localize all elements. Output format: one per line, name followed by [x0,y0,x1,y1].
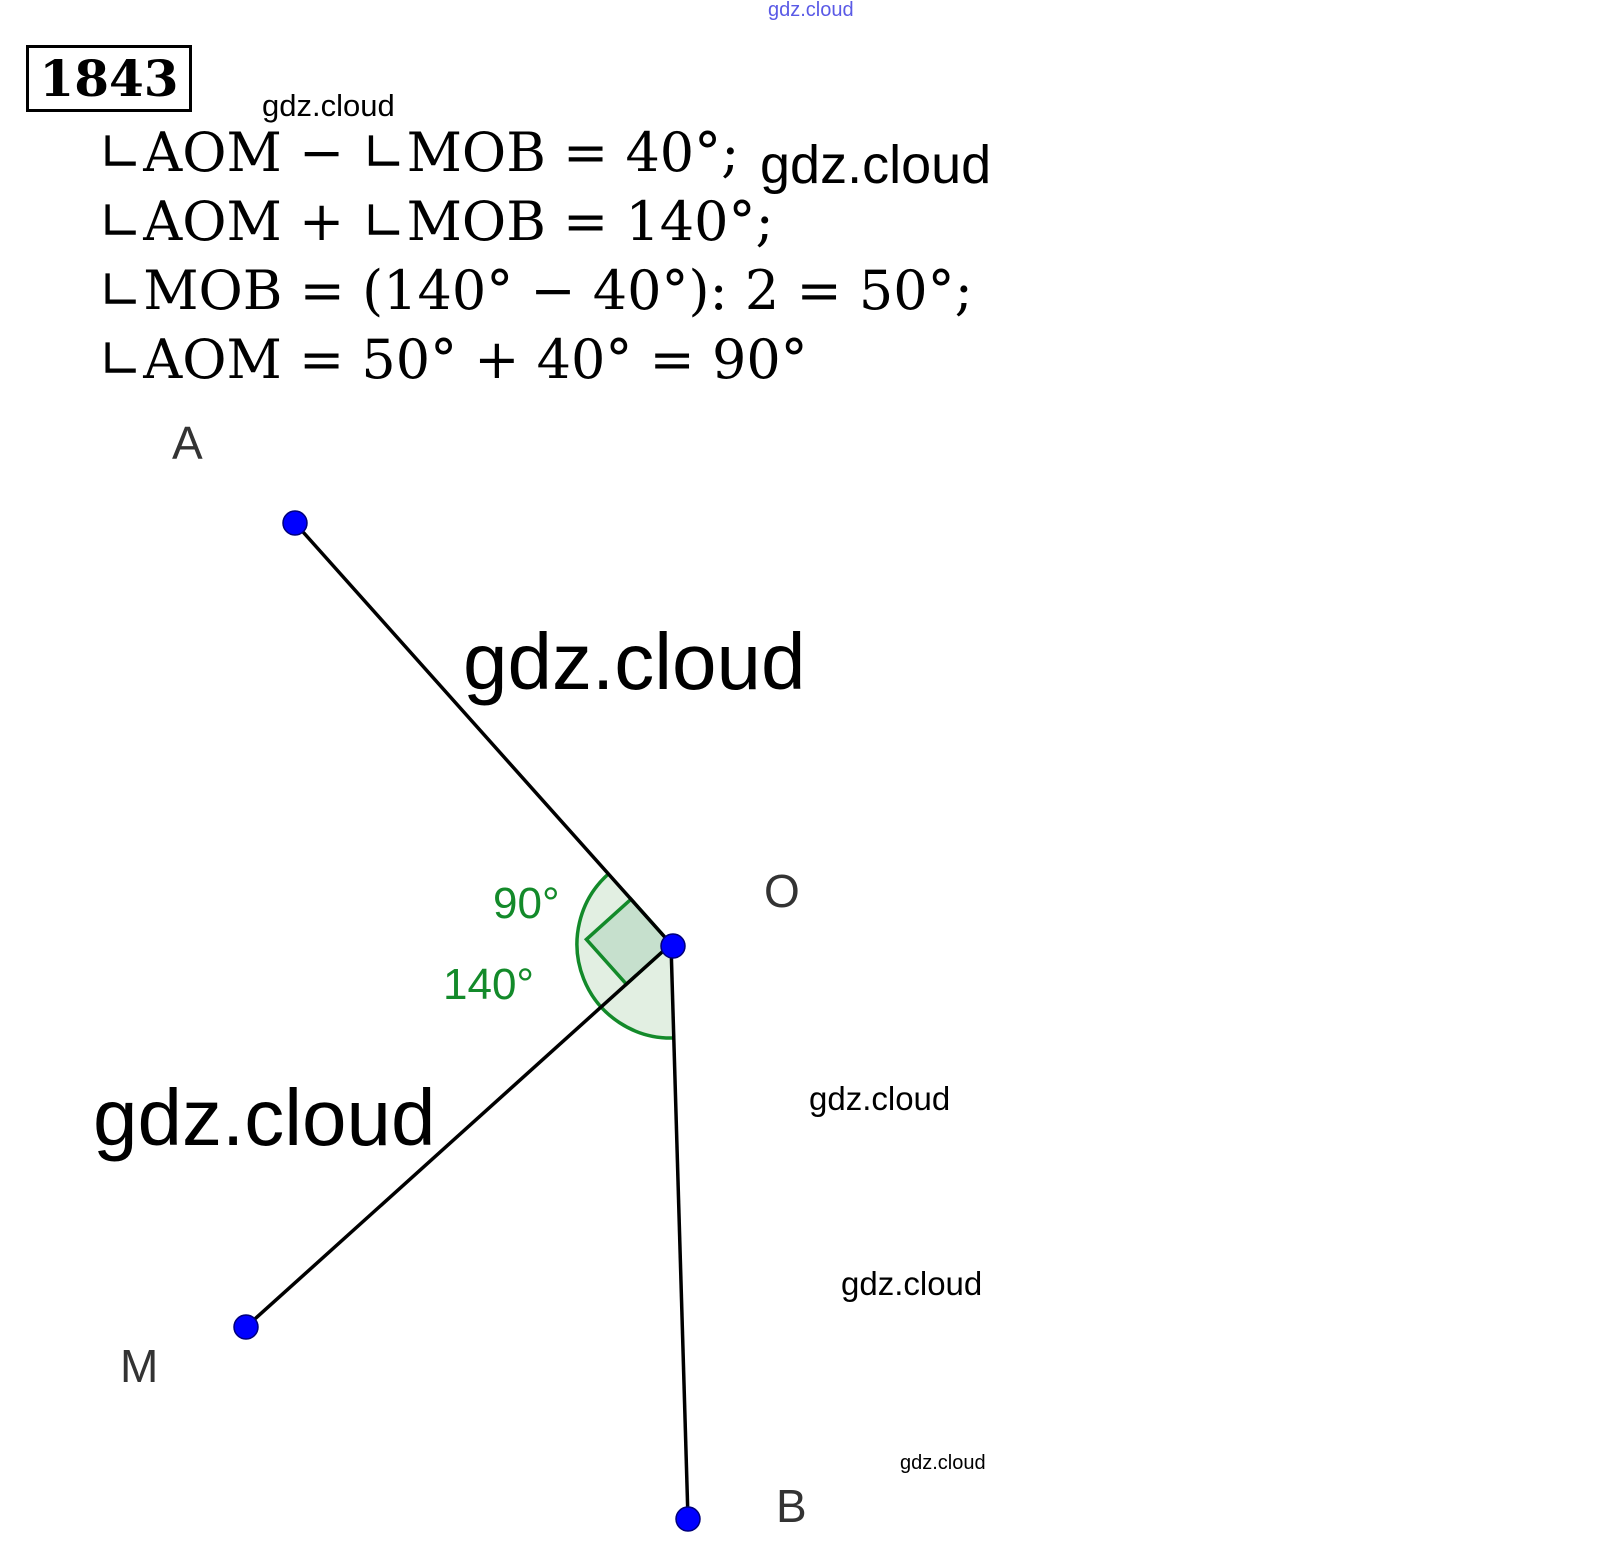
angle-label-90: 90° [493,879,560,928]
equation-line: ∟MOB = (140° − 40°): 2 = 50°; [98,259,973,322]
point-m [233,1314,259,1340]
label-m: M [120,1340,159,1392]
point-a [282,510,308,536]
problem-number: 1843 [26,45,192,112]
watermark: gdz.cloud [809,1080,951,1117]
equation-line: ∟AOM − ∟MOB = 40°; [98,121,740,184]
watermark: gdz.cloud [93,1073,436,1162]
label-o: O [764,865,800,917]
ray-ob [669,943,690,1520]
point-b [675,1506,701,1532]
watermark: gdz.cloud [900,1452,986,1474]
equation-line: ∟AOM = 50° + 40° = 90° [98,328,808,391]
watermark: gdz.cloud [841,1265,983,1302]
equation-line: ∟AOM + ∟MOB = 140°; [98,190,774,253]
watermark: gdz.cloud [760,135,992,195]
ray-om [244,942,673,1329]
watermark: gdz.cloud [463,617,806,706]
watermark: gdz.cloud [768,0,854,21]
watermark: gdz.cloud [262,88,395,123]
ray-oa [293,521,673,946]
angle-label-140: 140° [443,960,535,1009]
label-a: A [172,417,203,469]
angle-aob-arc [575,872,674,1040]
label-b: B [776,1480,807,1532]
point-o [660,933,686,959]
